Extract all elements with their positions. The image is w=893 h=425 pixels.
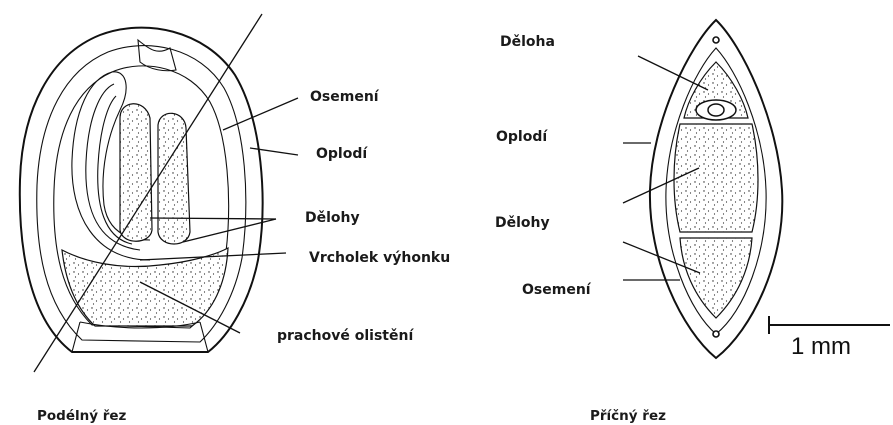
label-right-seed-coat: Osemení	[522, 282, 592, 298]
label-left-shoot-apex: Vrcholek výhonku	[309, 250, 450, 266]
longitudinal-section-drawing	[20, 14, 298, 372]
cross-section-drawing	[623, 20, 782, 358]
longitudinal-cotyledon-1	[120, 104, 152, 242]
label-right-pericarp: Oplodí	[496, 129, 548, 145]
cross-middle-cotyledon	[674, 124, 758, 232]
label-left-plumule: prachové olistění	[277, 328, 414, 344]
cross-top-pore	[713, 37, 719, 43]
longitudinal-cotyledon-2	[158, 113, 190, 244]
cross-bottom-pore	[713, 331, 719, 337]
label-left-pericarp: Oplodí	[316, 146, 368, 162]
caption-cross: Příčný řez	[590, 408, 666, 424]
scale-bar: 1 mm	[769, 316, 890, 360]
scale-bar-label: 1 mm	[791, 333, 851, 360]
caption-longitudinal: Podélný řez	[37, 408, 127, 424]
label-right-cotyledons: Dělohy	[495, 215, 550, 231]
label-left-cotyledons: Dělohy	[305, 210, 360, 226]
label-right-cotyledon: Děloha	[500, 34, 555, 50]
label-left-seed-coat: Osemení	[310, 89, 380, 105]
